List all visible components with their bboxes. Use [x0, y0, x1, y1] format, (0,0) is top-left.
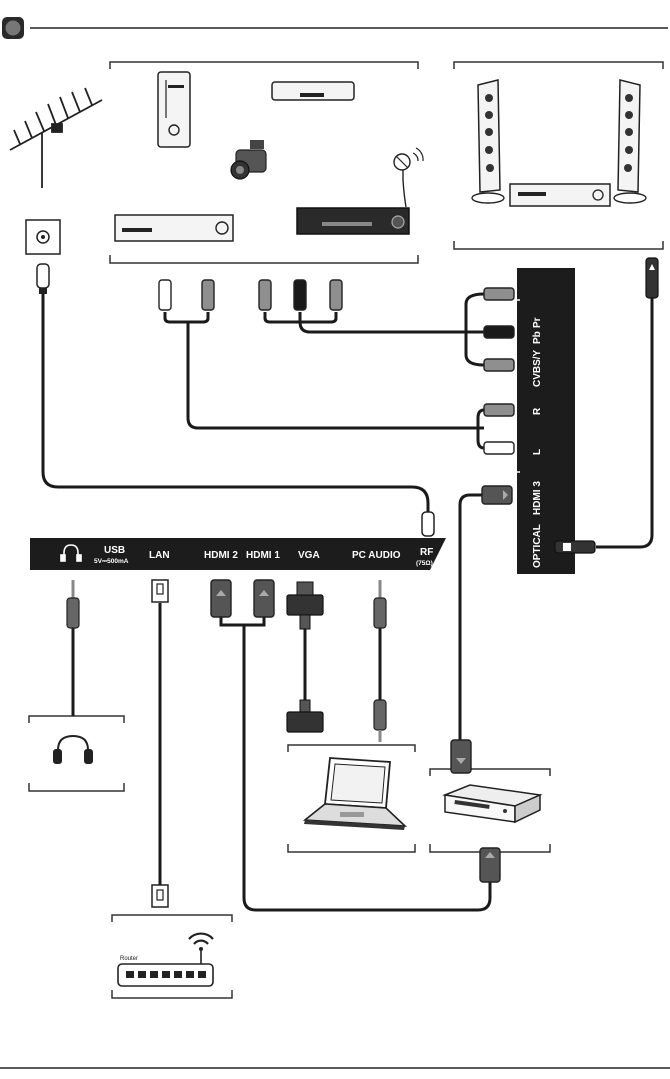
vga-plug-bottom-icon: [287, 700, 323, 732]
pb-label: Pb: [532, 331, 543, 344]
pr-label: Pr: [532, 317, 543, 328]
rca-plug-blue-icon: [294, 280, 306, 310]
rca-plug-red-icon: [202, 280, 214, 310]
game-console-icon: [158, 72, 190, 147]
camcorder-icon: [231, 140, 266, 179]
satellite-receiver-icon: [297, 208, 409, 234]
lan-plug-bottom-icon: [152, 885, 168, 907]
audio-r-label: R: [532, 407, 543, 415]
rca-plugs-panel: [484, 288, 514, 454]
antenna-wall-socket-icon: [26, 220, 60, 254]
hdmi3-plug-icon: [482, 486, 512, 504]
satellite-dish-icon: [394, 148, 423, 207]
component-cable-split: [466, 294, 484, 365]
pc-audio-plug-top-icon: [374, 580, 386, 628]
component-cable-red: [300, 312, 336, 322]
rf-plug-top-icon: [37, 264, 49, 294]
usb-label: USB: [104, 545, 125, 556]
optical-plug-top-icon: [646, 258, 658, 298]
lan-plug-top-icon: [152, 580, 168, 602]
hdmi2-label: HDMI 2: [204, 550, 238, 561]
optical-plug-side-icon: [555, 541, 595, 553]
router-label: Router: [120, 956, 138, 962]
r-plug-icon: [484, 404, 514, 416]
rf-impedance: (75Ω): [416, 560, 433, 567]
pb-plug-icon: [484, 326, 514, 338]
dvd-player-icon: [445, 785, 540, 822]
rca-plug-white-icon: [159, 280, 171, 310]
av-receiver-icon: [510, 184, 610, 206]
tower-speaker-right-icon: [614, 80, 646, 203]
bottom-input-panel: USB 5V⎓500mA LAN HDMI 2 HDMI 1 VGA PC AU…: [30, 538, 446, 570]
rf-plug-bottom-icon: [422, 512, 434, 536]
rca-plugs-source: [159, 280, 342, 310]
rf-cable: [43, 294, 428, 512]
pr-plug-icon: [484, 288, 514, 300]
optical-cable: [596, 298, 652, 547]
tower-speaker-left-icon: [472, 80, 504, 203]
vga-label: VGA: [298, 550, 320, 561]
lan-label: LAN: [149, 550, 170, 561]
audio-l-label: L: [532, 449, 543, 455]
headphones-icon: [54, 736, 92, 763]
antenna-icon: [10, 88, 102, 188]
side-input-panel: Pr Pb CVBS/Y R L HDMI 3 OPTICAL: [514, 268, 575, 574]
hdmi-cable-split: [221, 617, 264, 625]
usb-rating: 5V⎓500mA: [94, 558, 129, 565]
rf-label: RF: [420, 547, 433, 558]
component-cable-green: [265, 312, 300, 322]
hdmi1-plug-icon: [254, 580, 274, 617]
laptop-icon: [304, 758, 405, 830]
optical-label: OPTICAL: [532, 524, 543, 568]
header-badge: [2, 17, 668, 39]
cvbs-label: CVBS/Y: [532, 349, 543, 387]
hdmi1-label: HDMI 1: [246, 550, 280, 561]
hdmi3-plug-dvd-icon: [451, 740, 471, 773]
l-plug-icon: [484, 442, 514, 454]
pc-audio-plug-bottom-icon: [374, 700, 386, 742]
set-top-box-icon: [272, 82, 354, 100]
hdmi1-plug-dvd-icon: [480, 848, 500, 882]
rca-plug-red2-icon: [330, 280, 342, 310]
headphones-frame: [29, 716, 124, 791]
home-theater-player-icon: [115, 215, 233, 241]
hdmi3-label: HDMI 3: [532, 481, 543, 515]
rca-plug-green-icon: [259, 280, 271, 310]
cvbs-plug-icon: [484, 359, 514, 371]
hdmi2-plug-icon: [211, 580, 231, 617]
pc-audio-label: PC AUDIO: [352, 550, 401, 561]
headphone-jack-plug-icon: [67, 580, 79, 628]
audio-rca-cable-right: [188, 312, 208, 322]
vga-plug-top-icon: [287, 582, 323, 629]
hdmi3-cable: [460, 495, 482, 740]
audio-rca-cable: [165, 312, 484, 428]
